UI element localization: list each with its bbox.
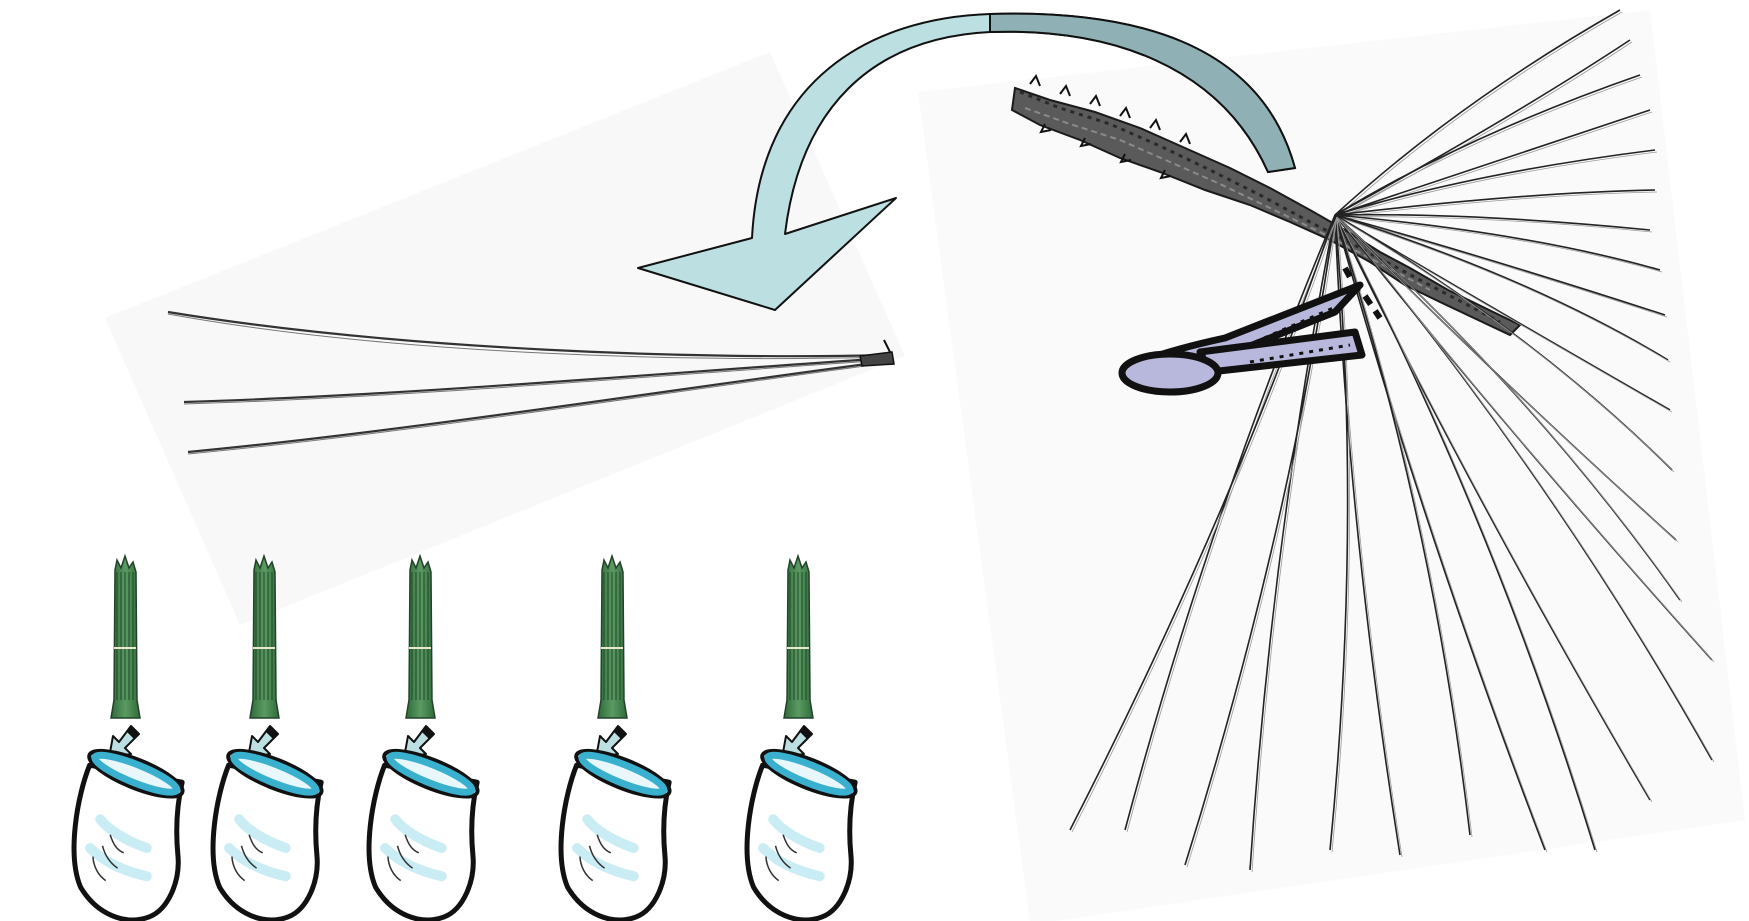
sample-bag-icon xyxy=(550,741,681,921)
needle-bundle-icon xyxy=(111,556,140,718)
sample-bag-icon xyxy=(63,741,194,921)
sample-bag-icon xyxy=(736,741,867,921)
needle-bundle-icon xyxy=(784,556,813,718)
sample-bag-icon xyxy=(202,741,333,921)
needle-bundle-icon xyxy=(250,556,279,718)
right-photo-panel xyxy=(918,10,1745,921)
sample-row xyxy=(63,556,867,921)
needle-bundle-icon xyxy=(406,556,435,718)
sample-bag-icon xyxy=(358,741,489,921)
needle-bundle-icon xyxy=(598,556,627,718)
